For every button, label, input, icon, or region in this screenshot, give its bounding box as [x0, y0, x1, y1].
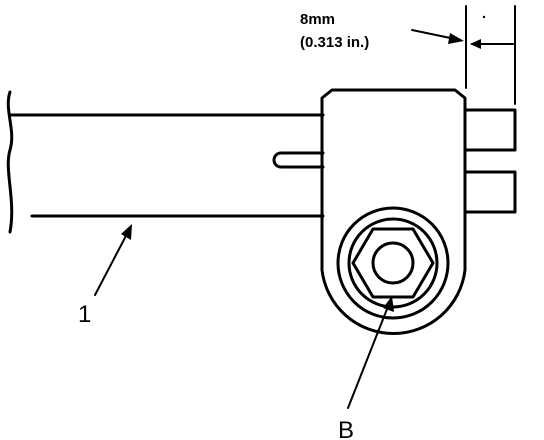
callout-1-label: 1	[78, 301, 91, 328]
callout-1-arrow-head	[121, 224, 132, 240]
clamp-body	[320, 88, 467, 336]
dimension-metric-label: 8mm	[300, 11, 335, 28]
dimension-imperial-label: (0.313 in.)	[300, 34, 369, 51]
callout-1-leader	[94, 231, 129, 296]
callout-b-arrow-head	[383, 296, 394, 312]
callout-b-label: B	[338, 417, 354, 440]
speck-dot	[482, 15, 486, 19]
rod-slot	[272, 151, 325, 169]
bolt-hex-nut	[351, 227, 435, 299]
dimension-arrow-head-left	[448, 33, 464, 44]
dimension-arrow-head-right	[470, 39, 481, 49]
clamp-upper-jaw	[463, 108, 517, 152]
bolt-washer-outer	[336, 206, 450, 320]
bolt-washer-inner	[347, 217, 439, 309]
clamp-lower-jaw	[463, 170, 517, 214]
bolt-shank	[371, 241, 415, 285]
callout-b-leader	[347, 303, 390, 409]
rod-break-line	[6, 90, 14, 234]
